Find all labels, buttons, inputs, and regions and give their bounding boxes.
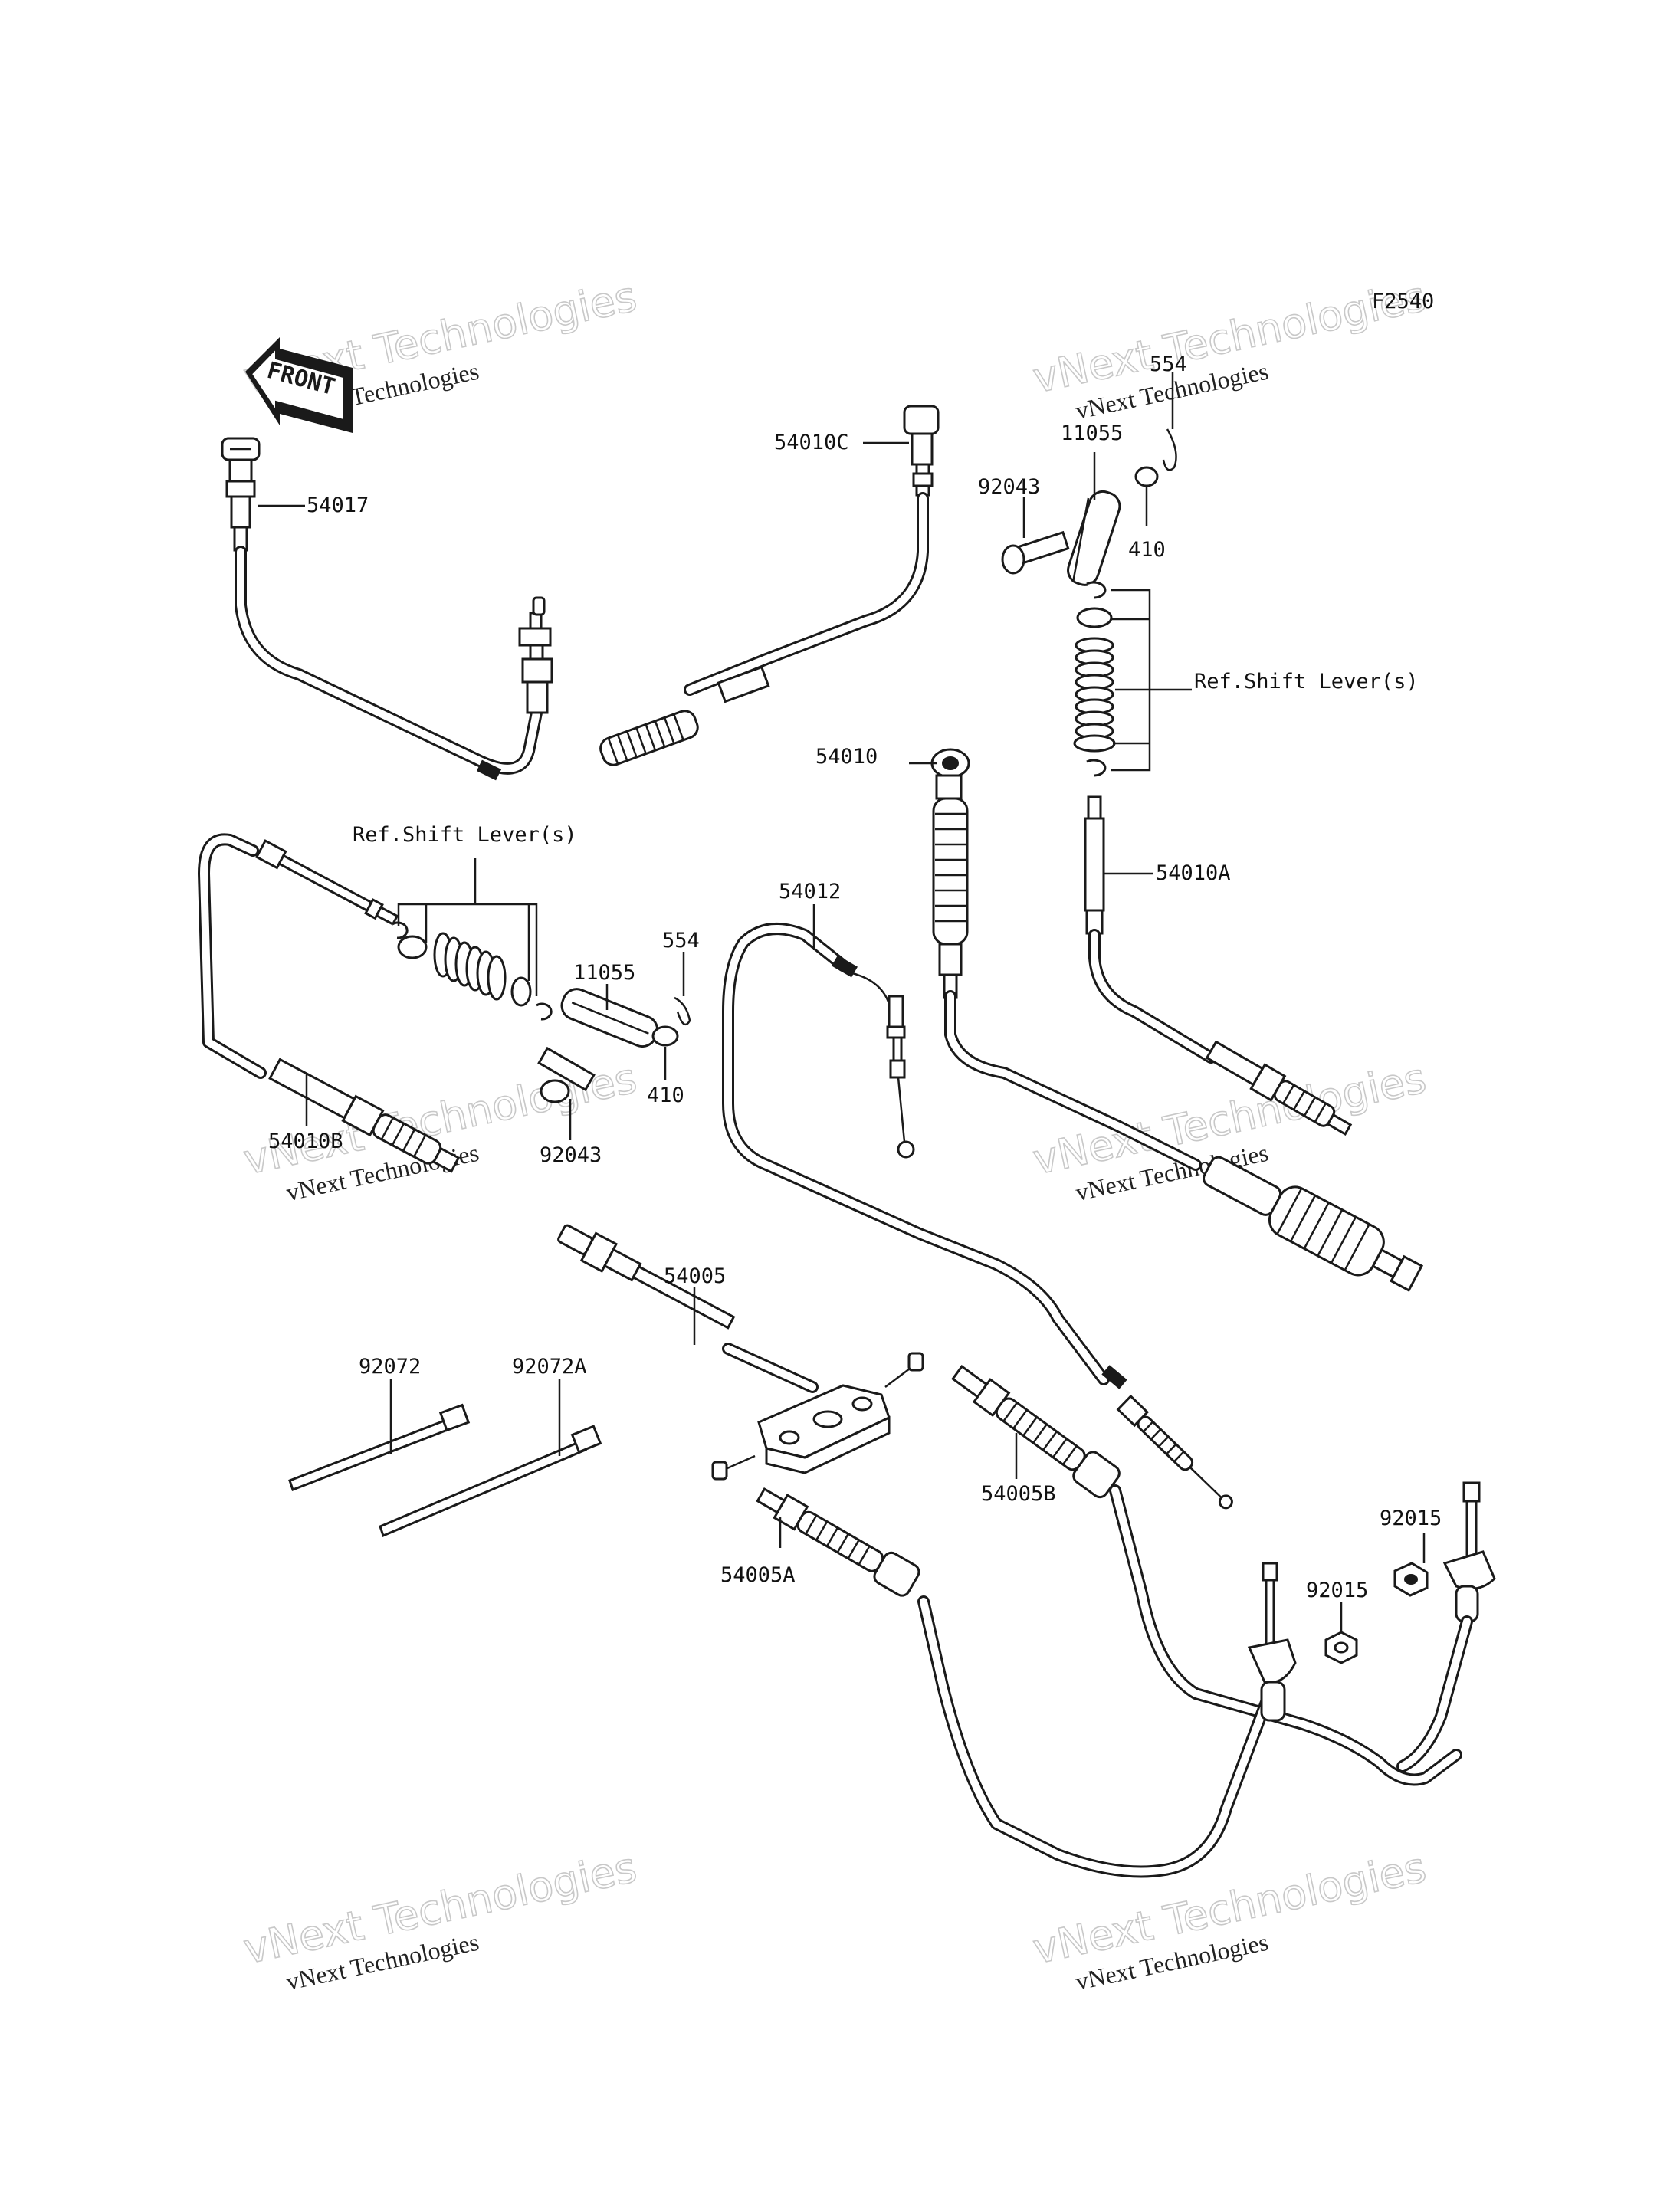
label-11055-mid: 11055 [573,961,635,985]
pin-92043-mid [537,1046,596,1103]
label-410-top: 410 [1128,538,1166,562]
watermark-bottom-left: vNext Technologies vNext Technologies [239,1842,641,1995]
brake-rod-left [1247,1562,1297,1722]
label-54010c: 54010C [774,431,849,454]
cable-54005 [557,1224,917,1474]
label-54010b: 54010B [268,1130,343,1153]
label-54005a: 54005A [720,1563,796,1587]
cable-tie-92072a [379,1425,602,1538]
label-92015-mid: 92015 [1306,1579,1368,1602]
label-92015-right: 92015 [1380,1507,1442,1530]
label-92072a: 92072A [512,1355,587,1379]
label-54005: 54005 [664,1264,726,1288]
label-410-mid: 410 [647,1084,684,1107]
cable-54017 [221,437,553,781]
label-554-top: 554 [1150,353,1187,376]
figure-code: F2540 [1372,290,1434,313]
cable-54012 [722,923,1233,1510]
shift-link-mid [392,858,691,1103]
cable-tie-92072 [288,1403,471,1491]
label-11055-top: 11055 [1061,421,1123,445]
label-92072: 92072 [359,1355,421,1379]
front-arrow-icon: FRONT [245,337,353,433]
equalizer [757,1384,891,1474]
label-54010: 54010 [815,745,878,769]
label-54005b: 54005B [981,1482,1056,1506]
cable-54005b [907,1352,1462,1786]
label-54012: 54012 [779,880,841,903]
spring-mid [433,932,507,1001]
label-ref-shift-top: Ref.Shift Lever(s) [1194,670,1419,694]
label-ref-shift-left: Ref.Shift Lever(s) [353,823,577,847]
label-54010a: 54010A [1156,861,1231,885]
cable-54010 [930,748,1424,1292]
cable-54010a [1084,795,1353,1136]
label-92043-top: 92043 [978,475,1040,499]
leader-lines [258,372,1426,1632]
part-labels: 54017 54010C 92043 11055 554 410 Ref.Shi… [268,353,1442,1602]
nut-92015-right [1393,1562,1429,1597]
label-54017: 54017 [307,494,369,517]
label-554-mid: 554 [662,929,700,953]
cable-54010b [198,833,461,1173]
label-92043-mid: 92043 [540,1143,602,1167]
cable-54010c [599,405,940,766]
boot-54010 [932,797,969,946]
shift-link-top [1001,428,1192,777]
spring-top [1075,637,1114,739]
pin-92043-top [1001,530,1070,575]
brake-rod-right [1396,1481,1496,1772]
cable-54005a [711,1461,1278,1878]
nut-92015-mid [1324,1631,1358,1664]
